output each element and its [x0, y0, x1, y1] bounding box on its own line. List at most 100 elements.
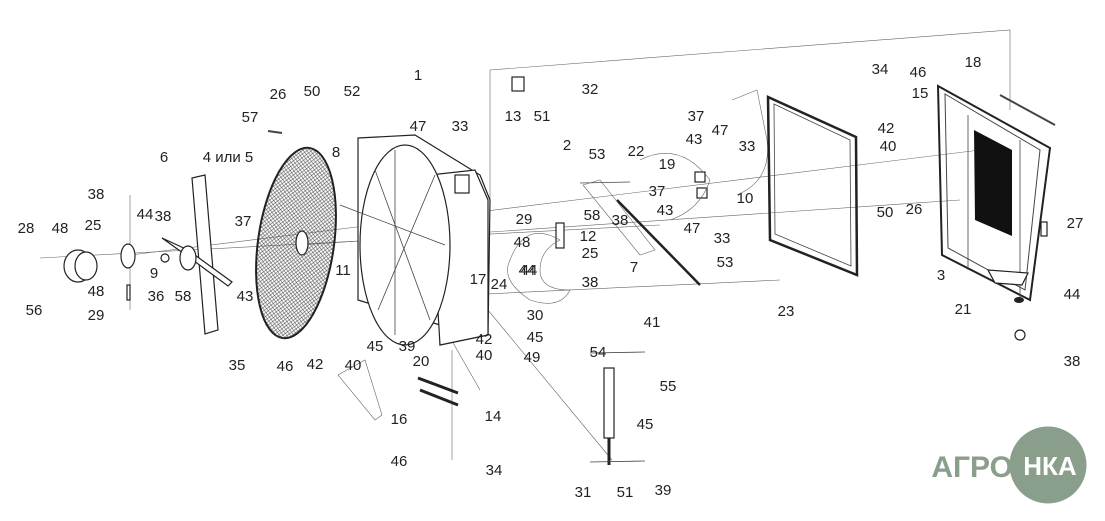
logo-right-text: НКА [1023, 451, 1077, 481]
part-number-label: 20 [413, 353, 430, 370]
part-number-label: 10 [737, 190, 754, 207]
fan-blade [161, 174, 233, 335]
part-number-label: 34 [872, 61, 889, 78]
part-number-label: 7 [630, 259, 638, 276]
gas-strut [589, 351, 646, 465]
part-number-label: 15 [912, 85, 929, 102]
part-number-label: 48 [514, 234, 531, 251]
mid-parts [507, 89, 768, 304]
part-number-label: 50 [877, 204, 894, 221]
part-number-label: 44 [1064, 286, 1081, 303]
part-number-label: 58 [175, 288, 192, 305]
part-number-label: 44 [521, 262, 538, 279]
part-number-label: 51 [534, 108, 551, 125]
part-number-label: 49 [524, 349, 541, 366]
part-number-label: 40 [345, 357, 362, 374]
part-number-label: 45 [637, 416, 654, 433]
part-number-label: 35 [229, 357, 246, 374]
part-number-label: 19 [659, 156, 676, 173]
part-number-label: 23 [778, 303, 795, 320]
part-number-label: 47 [684, 220, 701, 237]
part-number-label: 26 [906, 201, 923, 218]
part-number-label: 30 [527, 307, 544, 324]
part-number-label: 32 [582, 81, 599, 98]
part-number-label: 46 [910, 64, 927, 81]
part-number-label: 8 [332, 144, 340, 161]
part-number-label: 46 [391, 453, 408, 470]
part-number-label: 42 [476, 331, 493, 348]
lower-plates [337, 359, 459, 421]
part-number-label: 45 [367, 338, 384, 355]
part-number-label: 3 [937, 267, 945, 284]
part-number-label: 45 [527, 329, 544, 346]
fan-shroud [339, 134, 491, 346]
part-number-label: 51 [617, 484, 634, 501]
part-number-label: 42 [878, 120, 895, 137]
part-number-label: 38 [155, 208, 172, 225]
part-number-label: 36 [148, 288, 165, 305]
hinge-parts [511, 76, 525, 92]
part-number-label: 58 [584, 207, 601, 224]
part-number-label: 26 [270, 86, 287, 103]
part-number-label: 33 [714, 230, 731, 247]
part-number-label: 50 [304, 83, 321, 100]
part-number-label: 1 [414, 67, 422, 84]
part-number-label: 31 [575, 484, 592, 501]
logo-left-text: АГРО [931, 451, 1013, 484]
part-number-label: 11 [335, 262, 351, 279]
part-number-label: 2 [563, 137, 571, 154]
part-number-label: 40 [880, 138, 897, 155]
part-number-label: 54 [590, 344, 607, 361]
radiator-frame [936, 84, 1056, 341]
part-number-label: 4 или 5 [203, 149, 254, 166]
part-number-label: 25 [85, 217, 102, 234]
part-number-label: 33 [739, 138, 756, 155]
part-number-label: 47 [712, 122, 729, 139]
part-number-label: 56 [26, 302, 43, 319]
part-number-label: 40 [476, 347, 493, 364]
part-number-label: 13 [505, 108, 522, 125]
bracket [267, 130, 283, 134]
part-number-label: 38 [88, 186, 105, 203]
part-number-label: 37 [688, 108, 705, 125]
part-number-label: 18 [965, 54, 982, 71]
part-number-label: 37 [649, 183, 666, 200]
part-number-label: 44 [137, 206, 154, 223]
part-number-label: 28 [18, 220, 35, 237]
part-number-label: 39 [655, 482, 672, 499]
agronka-logo: АГРО НКА [931, 423, 1090, 507]
part-number-label: 16 [391, 411, 408, 428]
part-number-label: 21 [955, 301, 972, 318]
part-number-label: 14 [485, 408, 502, 425]
mesh-hub [295, 230, 309, 256]
part-number-label: 38 [582, 274, 599, 291]
hub-parts [63, 243, 170, 301]
part-number-label: 38 [612, 212, 629, 229]
part-number-label: 53 [589, 146, 606, 163]
part-number-label: 29 [516, 211, 533, 228]
part-number-label: 34 [486, 462, 503, 479]
part-number-label: 24 [491, 276, 508, 293]
part-number-label: 38 [1064, 353, 1081, 370]
part-number-label: 42 [307, 356, 324, 373]
part-number-label: 33 [452, 118, 469, 135]
part-number-label: 47 [410, 118, 427, 135]
part-number-label: 52 [344, 83, 361, 100]
part-number-label: 27 [1067, 215, 1084, 232]
part-number-label: 48 [52, 220, 69, 237]
part-number-label: 6 [160, 149, 168, 166]
part-number-label: 9 [150, 265, 158, 282]
radiator-gasket [766, 95, 859, 277]
part-number-label: 44 [519, 262, 536, 279]
part-number-label: 41 [644, 314, 661, 331]
part-number-label: 22 [628, 143, 645, 160]
part-number-label: 25 [582, 245, 599, 262]
part-number-label: 57 [242, 109, 259, 126]
part-number-label: 43 [237, 288, 254, 305]
part-number-label: 55 [660, 378, 677, 395]
part-number-label: 46 [277, 358, 294, 375]
part-number-label: 43 [686, 131, 703, 148]
